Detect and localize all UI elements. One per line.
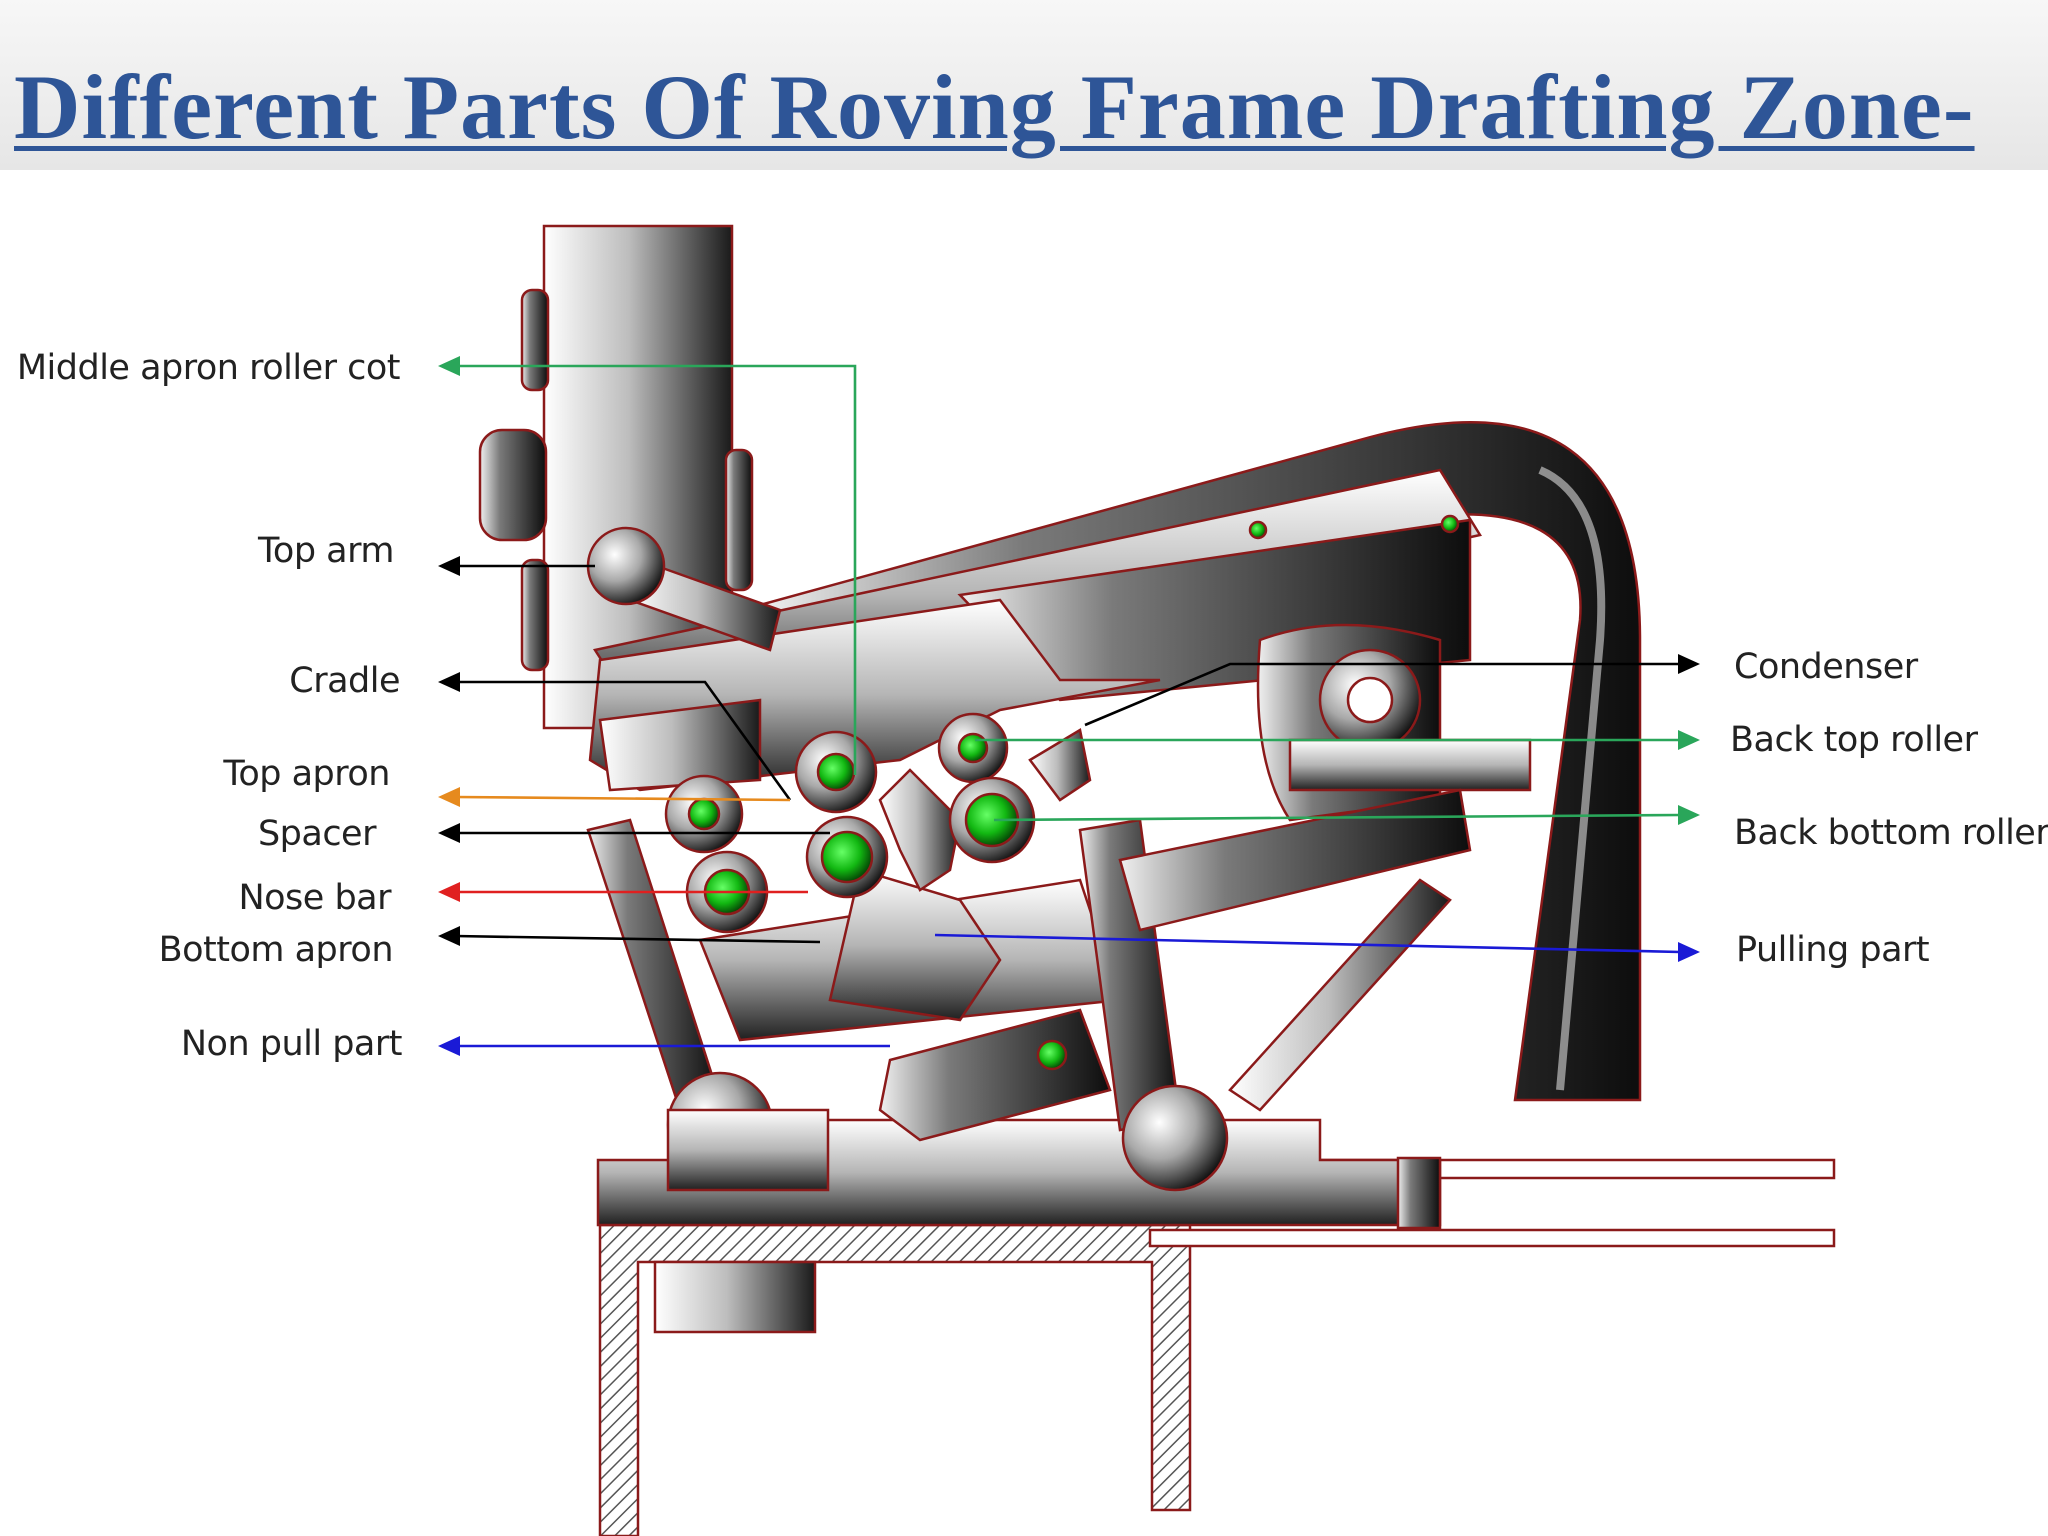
front-top-roller-core: [687, 797, 721, 831]
label-nose-bar: Nose bar: [238, 878, 391, 918]
back-top-roller-core: [957, 732, 989, 764]
back-support-ball: [1121, 1084, 1229, 1192]
machine-body: [478, 224, 1836, 1536]
arrow-nose-bar: [438, 882, 460, 902]
arrow-non-pull-part: [438, 1036, 460, 1056]
arrow-pulling-part: [1678, 942, 1700, 962]
label-back-top-roller: Back top roller: [1730, 720, 1978, 760]
top-arm-ball: [586, 526, 666, 606]
curved-frame-inner: [1538, 466, 1606, 1091]
arrow-condenser: [1678, 654, 1700, 674]
label-spacer: Spacer: [257, 814, 377, 854]
label-top-apron: Top apron: [223, 754, 390, 794]
page-title: Different Parts Of Roving Frame Drafting…: [14, 56, 1975, 158]
arrow-top-arm: [438, 556, 460, 576]
arrow-back-top-roller: [1678, 730, 1700, 750]
arrow-back-bottom-roller: [1678, 805, 1700, 825]
condenser-bracket: [1288, 738, 1532, 792]
leader-condenser: [1084, 662, 1680, 727]
front-support-base: [666, 1108, 830, 1192]
base-stud: [1396, 1156, 1442, 1230]
non-pull-pin: [1036, 1039, 1068, 1071]
arm-rivet-2: [1440, 514, 1460, 534]
pulling-part-body: [828, 868, 1002, 1022]
label-pulling-part: Pulling part: [1736, 930, 1930, 970]
label-back-bottom-roller: Back bottom roller: [1734, 813, 2048, 853]
arrow-bottom-apron: [438, 926, 460, 946]
label-bottom-apron: Bottom apron: [158, 930, 394, 970]
leader-middle-apron-roller-cot: [455, 364, 857, 775]
column-knob-1: [520, 288, 550, 392]
title-band: [0, 0, 2048, 170]
middle-bottom-roller-core: [820, 830, 874, 884]
leader-lines: [438, 356, 1700, 1056]
leader-back-bottom-roller: [993, 813, 1681, 822]
arm-rivet-1: [1248, 520, 1268, 540]
column-knob-2: [478, 428, 548, 542]
leader-cradle: [455, 680, 792, 801]
leader-pulling-part: [934, 933, 1681, 954]
label-top-arm: Top arm: [257, 531, 395, 571]
back-lower-bar: [1118, 788, 1472, 932]
leader-bottom-apron: [454, 934, 821, 944]
base-frame: [598, 1223, 1192, 1536]
column-knob-4: [724, 448, 754, 592]
arrow-cradle: [438, 672, 460, 692]
label-non-pull-part: Non pull part: [180, 1024, 403, 1064]
drafting-rollers: [664, 712, 1036, 934]
column-knob-3: [520, 558, 550, 672]
arrow-spacer: [438, 823, 460, 843]
label-cradle: Cradle: [289, 661, 400, 701]
arrow-middle-apron-roller-cot: [438, 356, 460, 376]
condenser-funnel-inner: [1346, 676, 1394, 724]
leader-top-apron: [454, 795, 791, 802]
label-middle-apron-roller-cot: Middle apron roller cot: [16, 348, 401, 388]
base-block: [653, 1260, 817, 1334]
cradle-lower: [598, 698, 762, 792]
middle-top-roller-core: [816, 752, 856, 792]
base-rail-lower: [1148, 1228, 1836, 1248]
spacer-clip: [878, 768, 962, 892]
label-condenser: Condenser: [1734, 647, 1918, 687]
back-diagonal: [1228, 878, 1452, 1112]
arrow-top-apron: [438, 787, 460, 807]
